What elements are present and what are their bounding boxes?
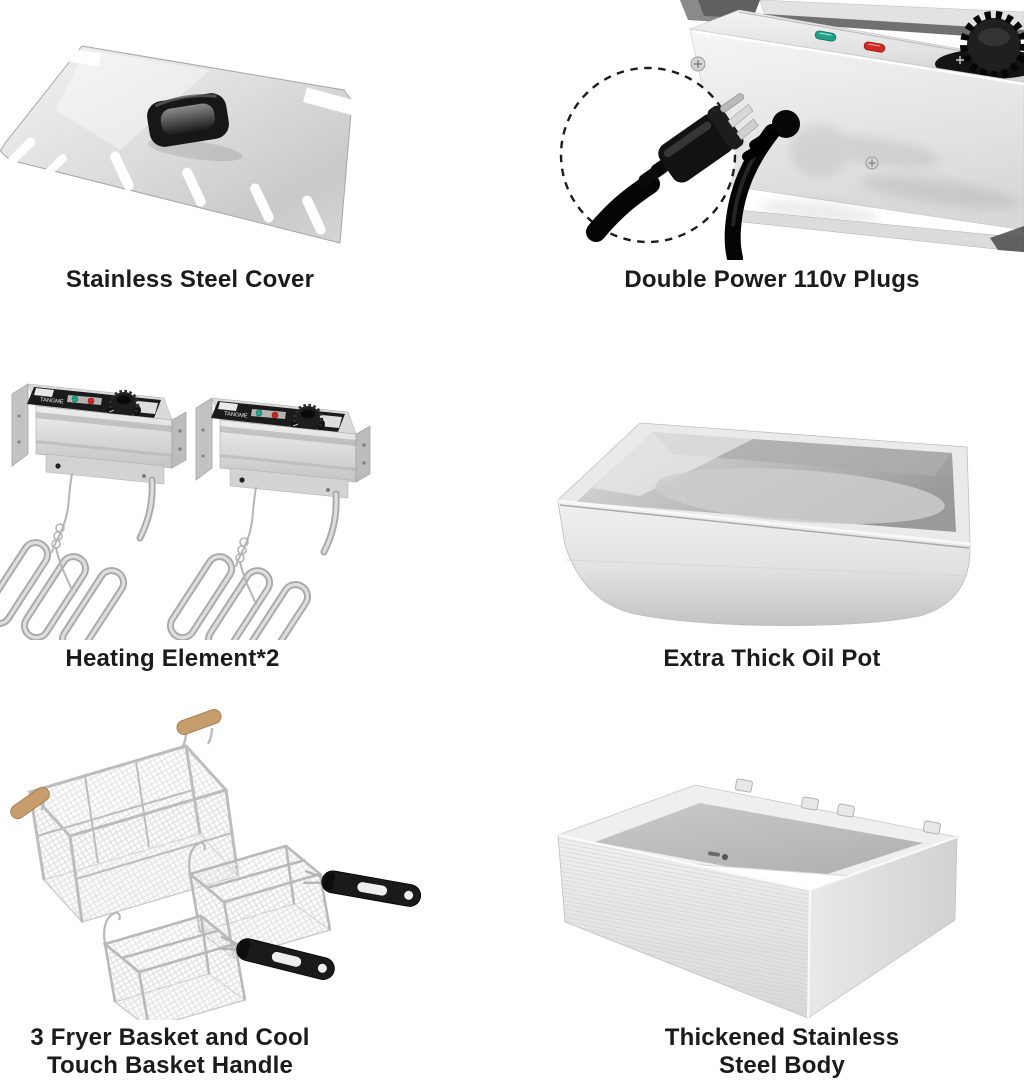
- heat-indicator-red-light: [863, 41, 886, 53]
- heating-unit-1: TANGME: [0, 384, 186, 640]
- heating-unit-2: TANGME: [166, 398, 370, 640]
- cool-touch-wood-handle: [176, 709, 222, 749]
- caption-stainless-steel-cover: Stainless Steel Cover: [65, 266, 315, 293]
- mounting-clips: [734, 778, 941, 835]
- power-indicator-green-light: [814, 30, 837, 42]
- cord-grommet: [741, 110, 800, 162]
- heating-photo: TANGME TANGME: [0, 360, 400, 640]
- cool-touch-wood-handle: [10, 786, 50, 820]
- oilpot-illustration: [557, 422, 971, 626]
- baskets-illustration: [10, 709, 424, 1020]
- panel-screw: [865, 156, 879, 170]
- cover-slots: [110, 151, 326, 235]
- caption-oil-pot: Extra Thick Oil Pot: [663, 645, 881, 672]
- body-illustration: [556, 778, 959, 1019]
- control-top-strip: [688, 9, 1024, 83]
- brand-label: TANGME: [40, 397, 64, 405]
- cover-illustration: [0, 45, 358, 244]
- large-fryer-basket: [10, 709, 240, 924]
- us-plug: [586, 93, 759, 242]
- plugs-photo: [520, 0, 1024, 260]
- panel-screw: [690, 56, 706, 72]
- fryer-lid-handle: [680, 0, 1024, 40]
- caption-double-power-plugs: Double Power 110v Plugs: [624, 266, 920, 293]
- oil-pot: [557, 422, 971, 626]
- plug-detail-zoom-circle: [559, 66, 759, 244]
- baskets-photo: [0, 700, 440, 1020]
- brand-label: TANGME: [224, 411, 248, 419]
- plug-prongs: [720, 93, 759, 141]
- steel-cover-plate: [0, 45, 358, 244]
- caption-stainless-body: Thickened Stainless Steel Body: [664, 1024, 900, 1080]
- caption-fryer-baskets: 3 Fryer Basket and Cool Touch Basket Han…: [30, 1024, 310, 1080]
- oilpot-photo: [520, 380, 1024, 640]
- cover-handle: [147, 93, 229, 147]
- cover-photo: [0, 0, 380, 260]
- fryer-back-panel: [689, 28, 1024, 253]
- heating-illustration: TANGME TANGME: [0, 360, 400, 640]
- caption-heating-element: Heating Element*2: [65, 645, 280, 672]
- power-cord: [724, 110, 800, 260]
- basket-rim-wires: [27, 744, 240, 923]
- body-photo: [540, 740, 1024, 1030]
- stainless-body-frame: [556, 778, 959, 1019]
- plugs-illustration: [559, 0, 1024, 260]
